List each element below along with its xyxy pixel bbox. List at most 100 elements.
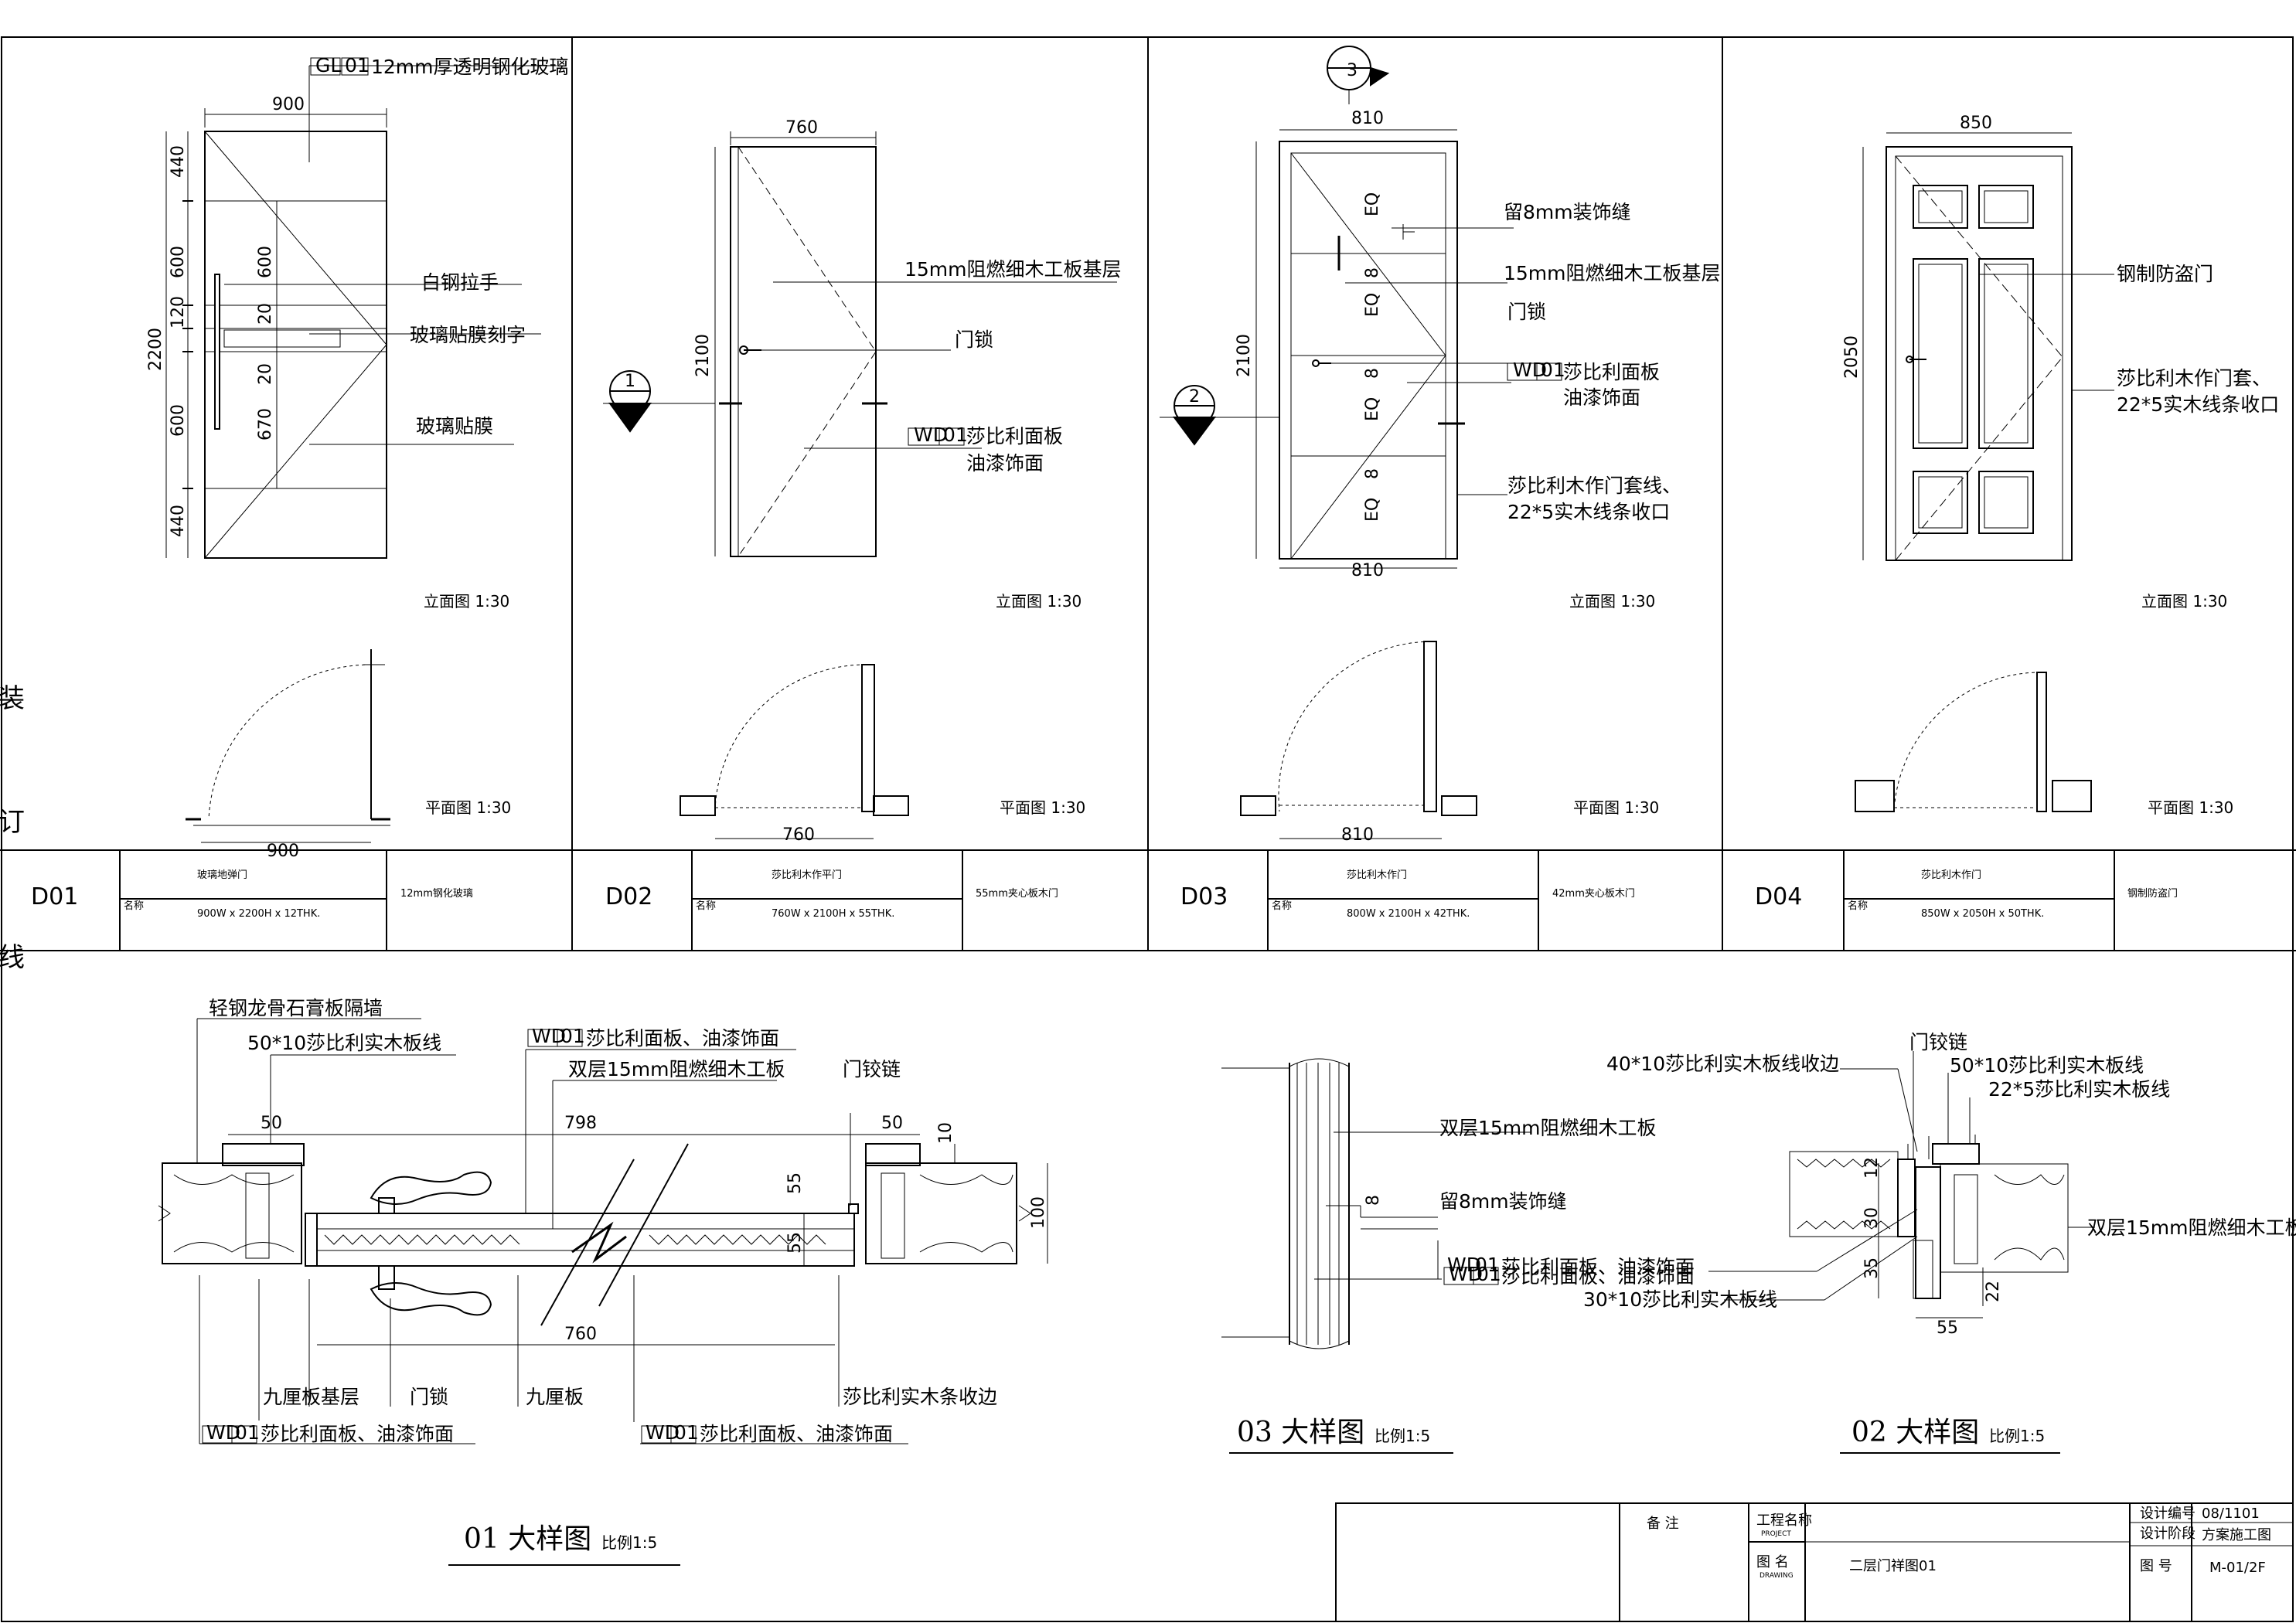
svg-text:42mm夹心板木门: 42mm夹心板木门 [1552, 888, 1635, 900]
svg-text:平面图 1:30: 平面图 1:30 [2148, 798, 2233, 817]
svg-text:备 注: 备 注 [1647, 1516, 1679, 1532]
svg-text:55: 55 [785, 1232, 805, 1254]
svg-text:50*10莎比利实木板线: 50*10莎比利实木板线 [247, 1032, 441, 1054]
svg-text:双层15mm阻燃细木工板: 双层15mm阻燃细木工板 [568, 1058, 785, 1080]
svg-text:01: 01 [345, 54, 370, 77]
svg-text:900: 900 [272, 95, 305, 114]
title-block [1335, 1502, 2294, 1622]
svg-text:810: 810 [1351, 561, 1384, 580]
svg-text:12mm厚透明钢化玻璃: 12mm厚透明钢化玻璃 [371, 56, 569, 78]
svg-text:门锁: 门锁 [410, 1386, 448, 1408]
svg-text:8: 8 [1363, 468, 1382, 479]
svg-text:EQ: EQ [1363, 397, 1382, 421]
svg-text:比例1:5: 比例1:5 [1375, 1427, 1430, 1445]
detail-02-drawing [1708, 1051, 2095, 1454]
svg-text:WD: WD [1447, 1254, 1481, 1276]
svg-text:EQ: EQ [1363, 192, 1382, 216]
svg-text:WD: WD [646, 1421, 680, 1444]
svg-text:GL: GL [315, 54, 341, 77]
svg-text:莎比利面板: 莎比利面板 [966, 425, 1063, 447]
svg-text:15mm阻燃细木工板基层: 15mm阻燃细木工板基层 [904, 258, 1122, 281]
svg-text:2100: 2100 [1235, 334, 1254, 377]
svg-text:600: 600 [169, 246, 188, 278]
svg-text:55: 55 [785, 1172, 805, 1194]
svg-text:440: 440 [169, 505, 188, 537]
detail-03-labels: 双层15mm阻燃细木工板 留8mm装饰缝 WD 01 莎比利面板、油漆饰面 8 … [1237, 1117, 1695, 1448]
svg-text:九厘板: 九厘板 [526, 1386, 584, 1408]
detail-01-drawing [158, 1018, 1048, 1566]
svg-text:名称: 名称 [1848, 900, 1868, 912]
svg-text:01: 01 [235, 1421, 260, 1444]
svg-text:D01: D01 [31, 883, 78, 910]
svg-text:双层15mm阻燃细木工板: 双层15mm阻燃细木工板 [2087, 1216, 2296, 1239]
svg-text:比例1:5: 比例1:5 [1989, 1427, 2045, 1445]
svg-text:810: 810 [1341, 825, 1374, 845]
d03-labels: 3 810 810 2100 2 EQ 8 EQ 8 EQ 8 EQ 留8mm装… [1189, 61, 1721, 845]
svg-text:立面图 1:30: 立面图 1:30 [1569, 592, 1655, 611]
svg-text:15mm阻燃细木工板基层: 15mm阻燃细木工板基层 [1504, 262, 1721, 284]
d02-elevation [603, 131, 1117, 839]
svg-text:20: 20 [256, 363, 275, 385]
svg-text:平面图 1:30: 平面图 1:30 [1000, 798, 1085, 817]
svg-text:名称: 名称 [696, 900, 716, 912]
svg-text:WD: WD [914, 424, 948, 446]
svg-text:10: 10 [936, 1122, 956, 1144]
svg-text:03 大样图: 03 大样图 [1237, 1417, 1364, 1448]
svg-text:轻钢龙骨石膏板隔墙: 轻钢龙骨石膏板隔墙 [209, 997, 383, 1019]
svg-text:1: 1 [625, 372, 635, 391]
svg-text:440: 440 [169, 145, 188, 178]
svg-text:D04: D04 [1755, 883, 1802, 910]
svg-text:760: 760 [564, 1325, 597, 1344]
svg-text:20: 20 [256, 303, 275, 325]
svg-text:50: 50 [261, 1114, 282, 1133]
svg-text:门铰链: 门铰链 [843, 1058, 901, 1080]
svg-text:01: 01 [1541, 359, 1565, 381]
svg-text:WD: WD [1449, 1263, 1483, 1285]
svg-text:钢制防盗门: 钢制防盗门 [2117, 263, 2213, 285]
svg-text:798: 798 [564, 1114, 597, 1133]
d04-elevation [1855, 132, 2114, 812]
d01-labels: GL 01 12mm厚透明钢化玻璃 白钢拉手 玻璃贴膜刻字 玻璃贴膜 900 2… [146, 54, 569, 861]
svg-text:门锁: 门锁 [955, 328, 993, 351]
d02-labels: 760 2100 1 15mm阻燃细木工板基层 门锁 WD 01 莎比利面板 油… [625, 118, 1122, 845]
svg-text:门锁: 门锁 [1507, 301, 1546, 323]
svg-text:35: 35 [1862, 1257, 1882, 1279]
svg-text:EQ: EQ [1363, 498, 1382, 522]
svg-text:22*5实木线条收口: 22*5实木线条收口 [1507, 501, 1670, 523]
svg-text:图 号: 图 号 [2140, 1558, 2172, 1574]
svg-text:22*5莎比利实木板线: 22*5莎比利实木板线 [1988, 1078, 2170, 1101]
d03-elevation [1160, 46, 1562, 839]
d01-elevation [165, 57, 557, 843]
svg-text:莎比利面板、油漆饰面: 莎比利面板、油漆饰面 [261, 1423, 454, 1445]
svg-text:立面图 1:30: 立面图 1:30 [2141, 592, 2227, 611]
svg-text:订: 订 [0, 807, 25, 838]
svg-text:设计编号: 设计编号 [2140, 1506, 2196, 1522]
svg-text:900: 900 [267, 842, 299, 861]
svg-text:600: 600 [256, 246, 275, 278]
svg-text:760W x 2100H x 55THK.: 760W x 2100H x 55THK. [772, 908, 894, 920]
svg-text:玻璃贴膜刻字: 玻璃贴膜刻字 [410, 324, 526, 346]
svg-text:装: 装 [0, 683, 25, 714]
svg-text:DRAWING: DRAWING [1759, 1572, 1794, 1580]
svg-text:油漆饰面: 油漆饰面 [1563, 386, 1640, 409]
svg-text:钢制防盗门: 钢制防盗门 [2127, 887, 2178, 900]
svg-text:8: 8 [1363, 368, 1382, 379]
svg-text:油漆饰面: 油漆饰面 [966, 452, 1044, 475]
svg-text:玻璃地弹门: 玻璃地弹门 [197, 869, 247, 881]
svg-text:莎比利面板: 莎比利面板 [1563, 361, 1660, 383]
title-block-text: 备 注 工程名称 PROJECT 图 名 DRAWING 二层门祥图01 设计编… [1647, 1506, 2271, 1580]
svg-text:30: 30 [1862, 1207, 1882, 1229]
svg-text:WD: WD [206, 1421, 240, 1444]
svg-text:莎比利实木条收边: 莎比利实木条收边 [843, 1386, 997, 1408]
svg-text:玻璃贴膜: 玻璃贴膜 [416, 415, 493, 437]
svg-text:55: 55 [1937, 1318, 1958, 1338]
svg-text:8: 8 [1363, 267, 1382, 278]
svg-text:800W x 2100H x 42THK.: 800W x 2100H x 42THK. [1347, 908, 1470, 920]
svg-text:2050: 2050 [1842, 335, 1862, 379]
detail-02-labels: 门铰链 40*10莎比利实木板线收边 50*10莎比利实木板线 22*5莎比利实… [1447, 1031, 2296, 1448]
svg-text:30*10莎比利实木板线: 30*10莎比利实木板线 [1583, 1288, 1777, 1311]
svg-text:立面图 1:30: 立面图 1:30 [996, 592, 1082, 611]
svg-text:PROJECT: PROJECT [1761, 1530, 1791, 1538]
svg-text:02 大样图: 02 大样图 [1851, 1417, 1979, 1448]
svg-text:900W x 2200H x 12THK.: 900W x 2200H x 12THK. [197, 908, 320, 920]
